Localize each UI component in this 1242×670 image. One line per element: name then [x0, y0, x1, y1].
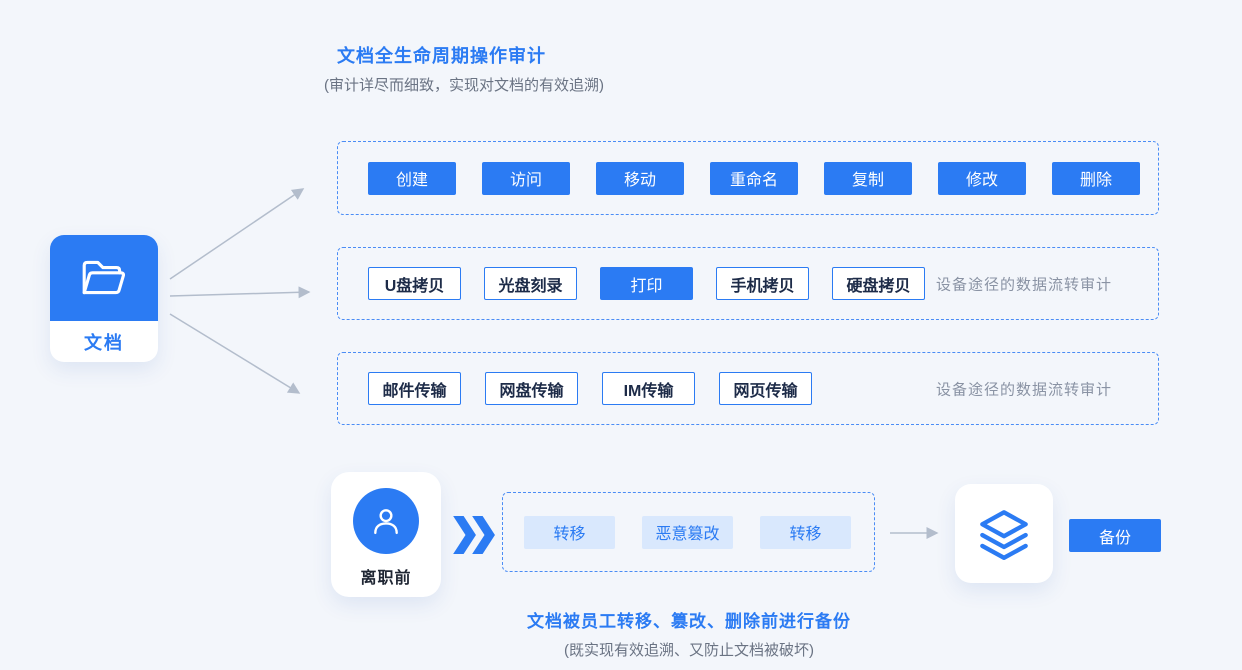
chip-email-transfer: 邮件传输	[368, 372, 461, 405]
chip-disc-burn: 光盘刻录	[484, 267, 577, 300]
backup-chip: 备份	[1069, 519, 1161, 552]
page-subtitle: (审计详尽而细致，实现对文档的有效追溯)	[324, 77, 604, 94]
document-card: 文档	[50, 235, 158, 362]
chip-transfer-2: 转移	[760, 515, 851, 549]
folder-icon	[50, 235, 158, 321]
lifecycle-actions-group: 创建 访问 移动 重命名 复制 修改 删除	[337, 141, 1159, 215]
chip-usb-copy: U盘拷贝	[368, 267, 461, 300]
layers-icon	[980, 509, 1028, 560]
backup-caption-note: (既实现有效追溯、又防止文档被破坏)	[564, 642, 814, 659]
person-icon	[353, 488, 419, 554]
device-transfer-group: U盘拷贝 光盘刻录 打印 手机拷贝 硬盘拷贝 设备途径的数据流转审计	[337, 247, 1159, 320]
action-chip-move: 移动	[596, 161, 684, 195]
chip-phone-copy: 手机拷贝	[716, 267, 809, 300]
action-chip-rename: 重命名	[710, 161, 798, 195]
action-chip-create: 创建	[368, 161, 456, 195]
action-chip-copy: 复制	[824, 161, 912, 195]
action-chip-modify: 修改	[938, 161, 1026, 195]
network-transfer-note: 设备途径的数据流转审计	[936, 381, 1113, 398]
double-chevron-icon	[453, 516, 495, 554]
chip-netdisk-transfer: 网盘传输	[485, 372, 578, 405]
backup-caption: 文档被员工转移、篡改、删除前进行备份	[527, 612, 851, 631]
chip-tamper: 恶意篡改	[642, 515, 733, 549]
page-title: 文档全生命周期操作审计	[337, 46, 546, 66]
employee-card: 离职前	[331, 472, 441, 597]
network-transfer-group: 邮件传输 网盘传输 IM传输 网页传输 设备途径的数据流转审计	[337, 352, 1159, 425]
chip-transfer-1: 转移	[524, 515, 615, 549]
chip-web-transfer: 网页传输	[719, 372, 812, 405]
backup-storage-card	[955, 484, 1053, 583]
action-chip-delete: 删除	[1052, 161, 1140, 195]
device-transfer-note: 设备途径的数据流转审计	[936, 276, 1113, 293]
document-card-label: 文档	[84, 332, 124, 353]
chip-hdd-copy: 硬盘拷贝	[832, 267, 925, 300]
employee-card-label: 离职前	[360, 570, 412, 587]
chip-print: 打印	[600, 267, 693, 300]
chip-im-transfer: IM传输	[602, 372, 695, 405]
action-chip-access: 访问	[482, 161, 570, 195]
risk-actions-group: 转移 恶意篡改 转移	[502, 492, 875, 572]
